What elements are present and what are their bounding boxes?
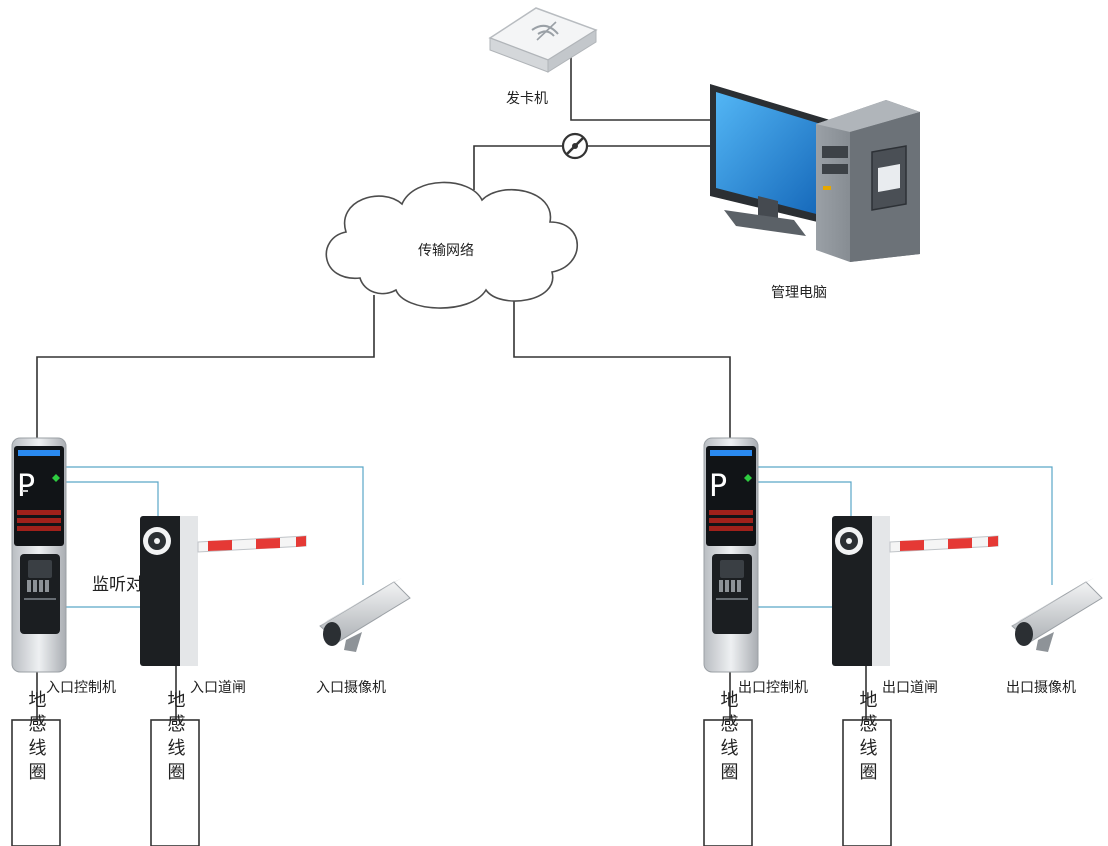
exit-camera-icon (1011, 578, 1103, 652)
card-issuer-label: 发卡机 (506, 91, 548, 107)
entry-barrier-label: 入口道闸 (190, 680, 246, 696)
loop-label: 地感线圈 (165, 690, 186, 786)
wire-network-to-pc (473, 145, 712, 190)
exit-controller-icon: P (703, 437, 759, 673)
card-issuer-icon (488, 7, 598, 73)
entry-camera-label: 入口摄像机 (316, 680, 386, 696)
wire-network-to-exit (513, 300, 731, 440)
entry-ground-loop-1: 地感线圈 (11, 690, 61, 846)
network-cloud-icon (325, 181, 578, 309)
network-label: 传输网络 (418, 243, 474, 259)
exit-controller-label: 出口控制机 (738, 680, 808, 696)
entry-controller-label: 入口控制机 (46, 680, 116, 696)
loop-label: 地感线圈 (26, 690, 47, 786)
entry-barrier-icon (140, 516, 307, 666)
exit-ground-loop-1: 地感线圈 (703, 690, 753, 846)
entry-controller-icon: P (11, 437, 67, 673)
exit-controller-sign: P (709, 469, 727, 504)
exit-barrier-label: 出口道闸 (882, 680, 938, 696)
entry-ground-loop-2: 地感线圈 (150, 690, 200, 846)
management-pc-icon (710, 84, 920, 262)
management-pc-label: 管理电脑 (771, 285, 827, 301)
signal-wiring (66, 466, 1053, 608)
wiring (36, 52, 867, 720)
exit-ground-loop-2: 地感线圈 (842, 690, 892, 846)
entry-controller-sign: P (17, 469, 35, 504)
entry-camera-icon (319, 578, 411, 652)
exit-camera-label: 出口摄像机 (1006, 680, 1076, 696)
connector-icon (561, 132, 589, 160)
loop-label: 地感线圈 (857, 690, 878, 786)
loop-label: 地感线圈 (718, 690, 739, 786)
exit-barrier-icon (832, 516, 999, 666)
wire-card-issuer-to-pc (570, 52, 712, 121)
wire-network-to-entry (36, 295, 375, 440)
